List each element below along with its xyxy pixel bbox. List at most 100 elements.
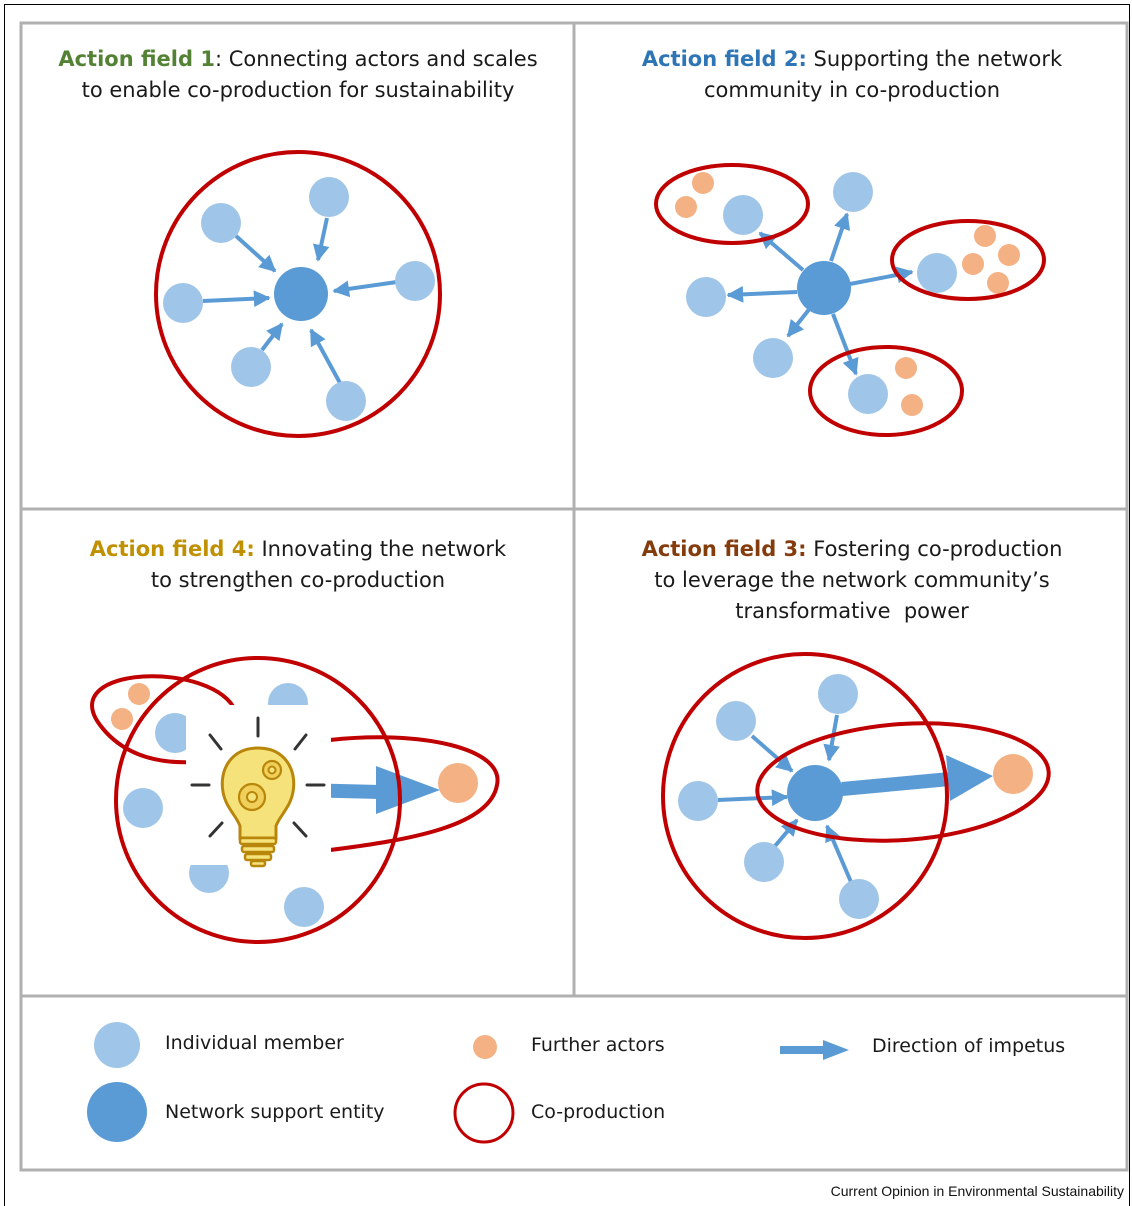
member-node [395, 261, 435, 301]
legend-actor-icon [473, 1035, 497, 1059]
support-node [274, 267, 328, 321]
arrow-3b [823, 714, 840, 762]
actor-node [962, 253, 984, 275]
arrow-1d [202, 290, 271, 308]
legend-individual-member-label: Individual member [165, 1032, 344, 1054]
panel-3-diagram [661, 652, 1051, 940]
coproduction-ring [890, 219, 1046, 301]
member-node [833, 172, 873, 212]
arrow-3c [717, 789, 789, 807]
coproduction-ring [114, 656, 402, 944]
actor-node [438, 763, 478, 803]
actor-node [692, 172, 714, 194]
member-node [201, 203, 241, 243]
support-node [787, 765, 843, 821]
panel-4-text-1: Innovating the network [254, 537, 507, 561]
coproduction-ring [154, 150, 442, 438]
coproduction-ring [654, 163, 810, 245]
member-node [678, 781, 718, 821]
actor-node [128, 683, 150, 705]
member-node [326, 381, 366, 421]
legend-coproduction-label: Co-production [531, 1101, 666, 1123]
member-node [723, 195, 763, 235]
coproduction-ring [755, 721, 1051, 843]
arrow-3a [750, 734, 794, 773]
figure-frame [4, 4, 1130, 1206]
member-node [163, 283, 203, 323]
arrow-3d [773, 818, 799, 848]
member-node [284, 887, 324, 927]
member-node [753, 338, 793, 378]
legend-direction-label: Direction of impetus [872, 1035, 1066, 1057]
arrow-1e [260, 322, 284, 352]
legend-further-actors-label: Further actors [531, 1034, 665, 1056]
legend-symbols [87, 1022, 849, 1144]
coproduction-ring [90, 674, 238, 765]
actor-node [974, 225, 996, 247]
legend-network-support-label: Network support entity [165, 1101, 385, 1123]
panel-3-text-2: to leverage the network community’s [654, 568, 1050, 592]
panel-1-text-2: to enable co-production for sustainabili… [81, 78, 515, 102]
panel-2-title: Action field 2: Supporting the network c… [582, 44, 1122, 106]
legend-coproduction-icon [453, 1082, 515, 1144]
panel-1-title: Action field 1: Connecting actors and sc… [30, 44, 566, 106]
panel-3-title: Action field 3: Fostering co-production … [582, 534, 1122, 627]
member-node [917, 253, 957, 293]
arrow-3-impetus [841, 772, 951, 796]
member-node [309, 177, 349, 217]
arrow-2e [786, 305, 813, 338]
arrow-1b [312, 217, 330, 262]
actor-node [111, 708, 133, 730]
member-node [744, 842, 784, 882]
arrow-1f [309, 328, 342, 384]
legend-support-icon [87, 1082, 147, 1142]
journal-credit: Current Opinion in Environmental Sustain… [830, 1183, 1124, 1199]
actor-node [895, 357, 917, 379]
member-node [848, 374, 888, 414]
panel-4-text-2: to strengthen co-production [150, 568, 446, 592]
member-node [839, 879, 879, 919]
member-node [231, 347, 271, 387]
arrow-1a [234, 234, 277, 273]
coproduction-ring [661, 652, 949, 940]
member-node [818, 674, 858, 714]
panel-2-text-2: community in co-production [703, 78, 1001, 102]
actor-node [675, 196, 697, 218]
arrow-3e [825, 824, 853, 883]
panel-1-text-1: : Connecting actors and scales [214, 47, 538, 71]
arrow-2b [829, 212, 851, 262]
panel-3-highlight: Action field 3: [641, 537, 807, 561]
actor-node [998, 244, 1020, 266]
member-node [123, 788, 163, 828]
panel-2-text-1: Supporting the network [806, 47, 1063, 71]
legend-impetus-arrow-head [823, 1040, 849, 1060]
arrow-1c [332, 280, 398, 298]
arrow-2f [831, 313, 859, 376]
panel-2-highlight: Action field 2: [641, 47, 807, 71]
panel-1-diagram [154, 150, 442, 438]
arrow-4-impetus-head [376, 766, 440, 814]
member-node [716, 701, 756, 741]
panel-3-text-3: transformative power [735, 599, 969, 623]
coproduction-ring [329, 735, 500, 852]
panel-4-title: Action field 4: Innovating the network t… [30, 534, 566, 596]
panel-2-diagram [654, 163, 1046, 437]
actor-node [993, 754, 1033, 794]
actor-node [987, 272, 1009, 294]
lightbulb-gears-icon [190, 716, 326, 868]
member-node [155, 713, 195, 753]
coproduction-ring [808, 345, 964, 437]
panel-4-diagram [90, 656, 500, 944]
panel-1-highlight: Action field 1 [58, 47, 215, 71]
member-node [686, 277, 726, 317]
legend-member-icon [94, 1022, 140, 1068]
panel-3-text-1: Fostering co-production [806, 537, 1063, 561]
arrow-2d [726, 285, 798, 303]
actor-node [901, 394, 923, 416]
arrow-2c [849, 266, 914, 286]
panel-4-highlight: Action field 4: [89, 537, 255, 561]
panel-grid [19, 21, 1129, 1172]
arrow-3-impetus-head [946, 755, 993, 801]
support-node [797, 261, 851, 315]
